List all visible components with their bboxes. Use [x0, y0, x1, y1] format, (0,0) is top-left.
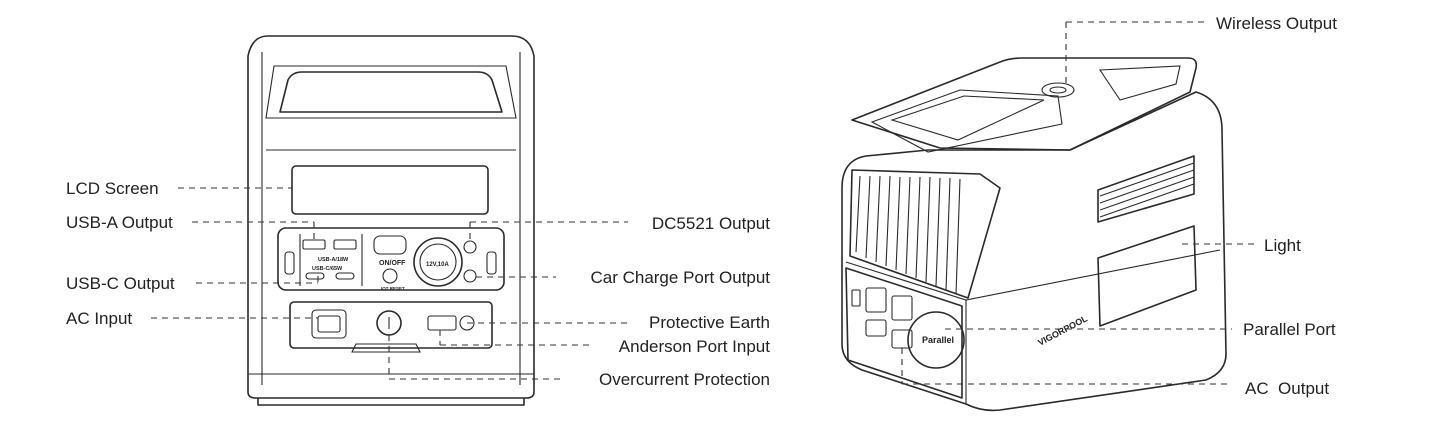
usb-c-output-label: USB-C Output [66, 274, 175, 293]
lcd-screen [292, 166, 488, 214]
side-body [842, 92, 1226, 410]
usb-a-output-label: USB-A Output [66, 213, 173, 232]
parallel-port-label: Parallel Port [1243, 320, 1336, 339]
on-off-label: ON/OFF [379, 260, 406, 267]
ac-input-label: AC Input [66, 309, 132, 328]
front-lower-panel [290, 302, 492, 348]
usb-a-spec-label: USB-A/18W [318, 257, 349, 263]
car-port-spec-label: 12V,10A [426, 262, 449, 268]
parallel-device-label: Parallel [922, 335, 954, 345]
anderson-port-input-label: Anderson Port Input [619, 337, 770, 356]
power-button [374, 236, 406, 254]
side-view-device [842, 58, 1226, 410]
anderson-port [428, 316, 456, 330]
ac-output-label: AC Output [1245, 379, 1329, 398]
side-top-lid [852, 58, 1196, 150]
dc5521-port-1 [464, 241, 476, 253]
ac-input-socket [312, 310, 346, 338]
ac-outlet-1 [866, 288, 886, 312]
overcurrent-protection-label: Overcurrent Protection [599, 370, 770, 389]
ac-outlet-3 [866, 320, 886, 336]
iot-reset-button [383, 269, 397, 283]
usb-a-port-1 [303, 240, 325, 249]
protective-earth-label: Protective Earth [649, 313, 770, 332]
wireless-output-label: Wireless Output [1216, 14, 1337, 33]
usb-c-spec-label: USB-C/65W [312, 266, 343, 272]
side-light-window [1098, 226, 1196, 326]
ac-outlet-2 [892, 296, 912, 320]
usb-a-port-2 [334, 240, 356, 249]
front-grille [850, 170, 1000, 298]
dc5521-port-2 [464, 270, 476, 282]
wireless-charging-pad [1042, 83, 1074, 97]
usb-c-port-2 [336, 273, 354, 279]
side-view-leader-lines [902, 22, 1256, 384]
lcd-screen-label: LCD Screen [66, 179, 159, 198]
car-charge-port-output-label: Car Charge Port Output [590, 268, 770, 287]
light-label: Light [1264, 236, 1301, 255]
dc5521-output-label: DC5521 Output [652, 214, 770, 233]
side-lower-panel [846, 268, 962, 398]
front-view-device [248, 36, 534, 405]
front-handle-cutout [280, 72, 502, 112]
front-foot [258, 398, 524, 405]
iot-reset-label: IOT RESET [381, 286, 405, 291]
usb-c-port-1 [306, 273, 324, 279]
brand-label: VIGORPOOL [1036, 313, 1089, 348]
